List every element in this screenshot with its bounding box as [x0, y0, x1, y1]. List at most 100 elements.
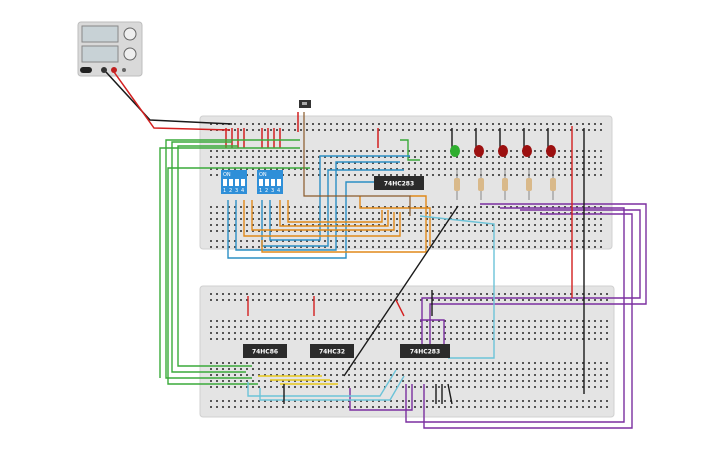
breadboard-hole[interactable]	[270, 129, 272, 131]
breadboard-hole[interactable]	[300, 240, 302, 242]
breadboard-hole[interactable]	[318, 320, 320, 322]
breadboard-hole[interactable]	[354, 332, 356, 334]
breadboard-hole[interactable]	[402, 386, 404, 388]
breadboard-hole[interactable]	[276, 206, 278, 208]
breadboard-hole[interactable]	[300, 168, 302, 170]
breadboard-hole[interactable]	[240, 224, 242, 226]
breadboard-hole[interactable]	[594, 338, 596, 340]
breadboard-hole[interactable]	[294, 293, 296, 295]
breadboard-hole[interactable]	[222, 212, 224, 214]
breadboard-hole[interactable]	[342, 380, 344, 382]
breadboard-hole[interactable]	[342, 326, 344, 328]
breadboard-hole[interactable]	[282, 386, 284, 388]
breadboard-hole[interactable]	[300, 386, 302, 388]
breadboard-hole[interactable]	[252, 206, 254, 208]
breadboard-hole[interactable]	[324, 299, 326, 301]
breadboard-hole[interactable]	[492, 212, 494, 214]
breadboard-hole[interactable]	[438, 224, 440, 226]
breadboard-hole[interactable]	[546, 224, 548, 226]
breadboard-hole[interactable]	[300, 174, 302, 176]
breadboard-hole[interactable]	[582, 293, 584, 295]
breadboard-hole[interactable]	[516, 218, 518, 220]
breadboard-hole[interactable]	[504, 368, 506, 370]
breadboard-hole[interactable]	[576, 386, 578, 388]
breadboard-hole[interactable]	[222, 299, 224, 301]
breadboard-hole[interactable]	[270, 338, 272, 340]
breadboard-hole[interactable]	[294, 338, 296, 340]
breadboard-hole[interactable]	[402, 230, 404, 232]
breadboard-hole[interactable]	[420, 246, 422, 248]
breadboard-hole[interactable]	[486, 230, 488, 232]
breadboard-hole[interactable]	[552, 299, 554, 301]
breadboard-hole[interactable]	[600, 386, 602, 388]
breadboard-hole[interactable]	[606, 320, 608, 322]
breadboard-hole[interactable]	[366, 299, 368, 301]
breadboard-hole[interactable]	[288, 374, 290, 376]
breadboard-hole[interactable]	[216, 218, 218, 220]
breadboard-hole[interactable]	[342, 129, 344, 131]
breadboard-hole[interactable]	[294, 150, 296, 152]
breadboard-hole[interactable]	[408, 386, 410, 388]
breadboard-hole[interactable]	[582, 129, 584, 131]
breadboard-hole[interactable]	[354, 174, 356, 176]
breadboard-hole[interactable]	[582, 362, 584, 364]
breadboard-hole[interactable]	[606, 380, 608, 382]
breadboard-hole[interactable]	[300, 400, 302, 402]
breadboard-hole[interactable]	[294, 368, 296, 370]
breadboard-hole[interactable]	[312, 206, 314, 208]
breadboard-hole[interactable]	[480, 320, 482, 322]
breadboard-hole[interactable]	[438, 174, 440, 176]
breadboard-hole[interactable]	[510, 400, 512, 402]
breadboard-hole[interactable]	[246, 380, 248, 382]
breadboard-hole[interactable]	[408, 299, 410, 301]
breadboard-hole[interactable]	[378, 380, 380, 382]
breadboard-hole[interactable]	[396, 374, 398, 376]
breadboard-hole[interactable]	[324, 156, 326, 158]
breadboard-hole[interactable]	[468, 240, 470, 242]
breadboard-hole[interactable]	[522, 332, 524, 334]
breadboard-hole[interactable]	[318, 406, 320, 408]
breadboard-hole[interactable]	[492, 320, 494, 322]
breadboard-hole[interactable]	[432, 123, 434, 125]
breadboard-hole[interactable]	[552, 156, 554, 158]
breadboard-hole[interactable]	[438, 168, 440, 170]
breadboard-hole[interactable]	[564, 224, 566, 226]
breadboard-hole[interactable]	[594, 168, 596, 170]
breadboard-hole[interactable]	[546, 230, 548, 232]
breadboard-hole[interactable]	[450, 332, 452, 334]
breadboard-hole[interactable]	[480, 240, 482, 242]
breadboard-hole[interactable]	[420, 123, 422, 125]
breadboard-hole[interactable]	[372, 162, 374, 164]
breadboard-hole[interactable]	[348, 129, 350, 131]
breadboard-hole[interactable]	[246, 162, 248, 164]
breadboard-hole[interactable]	[564, 168, 566, 170]
breadboard-hole[interactable]	[246, 374, 248, 376]
breadboard-hole[interactable]	[558, 174, 560, 176]
breadboard-hole[interactable]	[318, 368, 320, 370]
breadboard-hole[interactable]	[456, 320, 458, 322]
breadboard-hole[interactable]	[240, 362, 242, 364]
breadboard-hole[interactable]	[330, 174, 332, 176]
breadboard-hole[interactable]	[474, 156, 476, 158]
breadboard-hole[interactable]	[282, 293, 284, 295]
breadboard-hole[interactable]	[564, 162, 566, 164]
breadboard-hole[interactable]	[396, 123, 398, 125]
breadboard-hole[interactable]	[210, 168, 212, 170]
breadboard-hole[interactable]	[528, 156, 530, 158]
breadboard-hole[interactable]	[534, 218, 536, 220]
breadboard-hole[interactable]	[486, 368, 488, 370]
breadboard-hole[interactable]	[216, 380, 218, 382]
breadboard-hole[interactable]	[240, 218, 242, 220]
breadboard-hole[interactable]	[534, 368, 536, 370]
breadboard-hole[interactable]	[240, 326, 242, 328]
breadboard-hole[interactable]	[474, 338, 476, 340]
breadboard-hole[interactable]	[228, 380, 230, 382]
breadboard-hole[interactable]	[288, 240, 290, 242]
breadboard-hole[interactable]	[234, 299, 236, 301]
ground-terminal[interactable]	[122, 68, 126, 72]
breadboard-hole[interactable]	[534, 224, 536, 226]
breadboard-hole[interactable]	[216, 150, 218, 152]
breadboard-hole[interactable]	[228, 150, 230, 152]
breadboard-hole[interactable]	[594, 320, 596, 322]
breadboard-hole[interactable]	[384, 240, 386, 242]
